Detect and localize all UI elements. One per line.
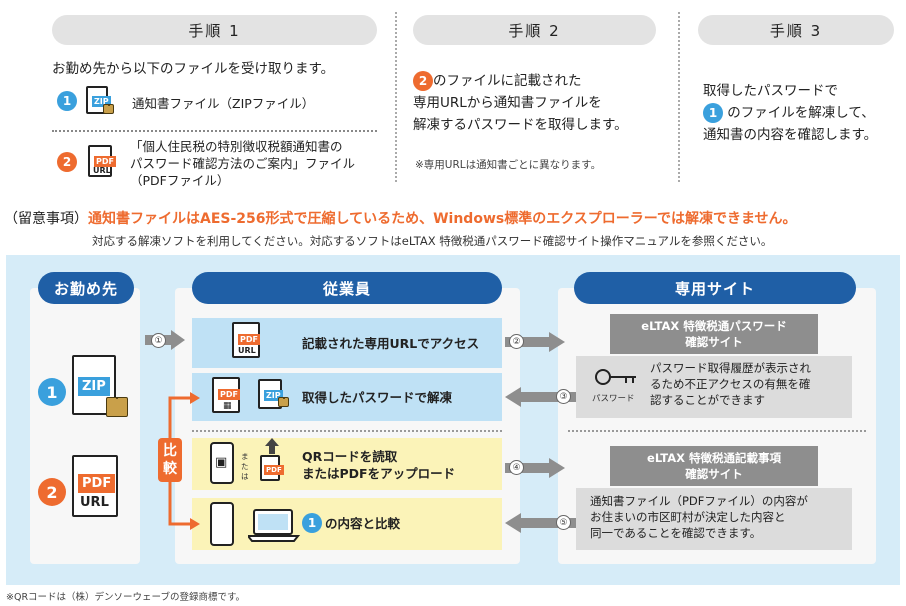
step2-number: 2 — [413, 71, 433, 91]
site-header: 専用サイト — [574, 272, 856, 304]
row-unzip — [192, 373, 502, 421]
step1-item1-number: 1 — [57, 91, 77, 111]
key-icon — [594, 368, 638, 390]
footnote: ※QRコードは（株）デンソーウェーブの登録商標です。 — [6, 592, 246, 603]
step1-item1-text: 通知書ファイル（ZIPファイル） — [132, 96, 315, 111]
password-site-panel — [576, 356, 852, 418]
notice-warning: （留意事項）通知書ファイルはAES-256形式で圧縮しているため、Windows… — [4, 211, 797, 227]
pdf-file-icon: PDF URL — [72, 455, 122, 520]
employer-column — [30, 288, 140, 564]
pdf-file-icon: PDF▦ — [212, 377, 244, 417]
employee-header: 従業員 — [192, 272, 502, 304]
password-site-title: eLTAX 特徴税通パスワード 確認サイト — [610, 314, 818, 354]
step1-intro: お勤め先から以下のファイルを受け取ります。 — [52, 61, 335, 77]
pdf-upload-icon: PDF — [260, 455, 284, 485]
step1-item2-text: 「個人住民税の特別徴収税額通知書の パスワード確認方法のご案内」ファイル （PD… — [130, 139, 356, 188]
row-compare-text: 1 の内容と比較 — [302, 513, 400, 533]
row-qr-upload-text: QRコードを読取 またはPDFをアップロード — [302, 449, 456, 481]
employer-header: お勤め先 — [38, 272, 134, 304]
details-site-title: eLTAX 特徴税通記載事項 確認サイト — [610, 446, 818, 486]
smartphone-icon — [210, 502, 234, 546]
password-site-description: パスワード取得履歴が表示され るため不正アクセスの有無を確 認することができます — [650, 361, 811, 407]
step3-text: 取得したパスワードで 1 のファイルを解凍して、 通知書の内容を確認します。 — [703, 83, 878, 143]
zip-file-icon: ZIP — [72, 355, 132, 425]
step-2-header: 手順 2 — [413, 15, 656, 45]
step-3-header: 手順 3 — [698, 15, 894, 45]
step-1-header: 手順 1 — [52, 15, 377, 45]
zip-file-icon: ZIP — [86, 86, 114, 118]
row-unzip-text: 取得したパスワードで解凍 — [302, 390, 453, 405]
arrow-1-label: ① — [151, 333, 166, 348]
step-divider — [395, 12, 397, 182]
step2-note: ※専用URLは通知書ごとに異なります。 — [415, 159, 602, 171]
password-label: パスワード — [592, 394, 635, 404]
row-compare — [192, 498, 502, 550]
upload-arrow-icon — [264, 438, 280, 458]
pdf-file-icon: PDF URL — [88, 145, 116, 179]
arrow-5-label: ⑤ — [556, 515, 571, 530]
zip-file-icon: ZIP — [258, 379, 292, 415]
employee-divider — [192, 430, 502, 432]
employer-item2-number: 2 — [38, 478, 66, 506]
notice-sub: 対応する解凍ソフトを利用してください。対応するソフトはeLTAX 特徴税通パスワ… — [92, 234, 773, 248]
arrow-3-label: ③ — [556, 389, 571, 404]
laptop-icon — [245, 508, 301, 542]
details-site-panel — [576, 488, 852, 550]
or-label: または — [241, 452, 249, 481]
row-qr-upload — [192, 438, 502, 490]
employer-item1-number: 1 — [38, 378, 66, 406]
row-access-url-text: 記載された専用URLでアクセス — [302, 336, 480, 351]
step1-item2-number: 2 — [57, 152, 77, 172]
qr-code-icon: ▣ — [215, 455, 228, 470]
smartphone-icon: ▣ — [210, 442, 234, 484]
arrow-4-label: ④ — [509, 460, 524, 475]
step1-divider — [52, 130, 377, 132]
compare-label: 比較 — [158, 438, 182, 482]
site-divider — [568, 430, 866, 432]
step-divider — [678, 12, 680, 182]
step3-number: 1 — [703, 103, 723, 123]
details-site-description: 通知書ファイル（PDFファイル）の内容が お住まいの市区町村が決定した内容と 同… — [590, 494, 808, 540]
arrow-2-label: ② — [509, 334, 524, 349]
